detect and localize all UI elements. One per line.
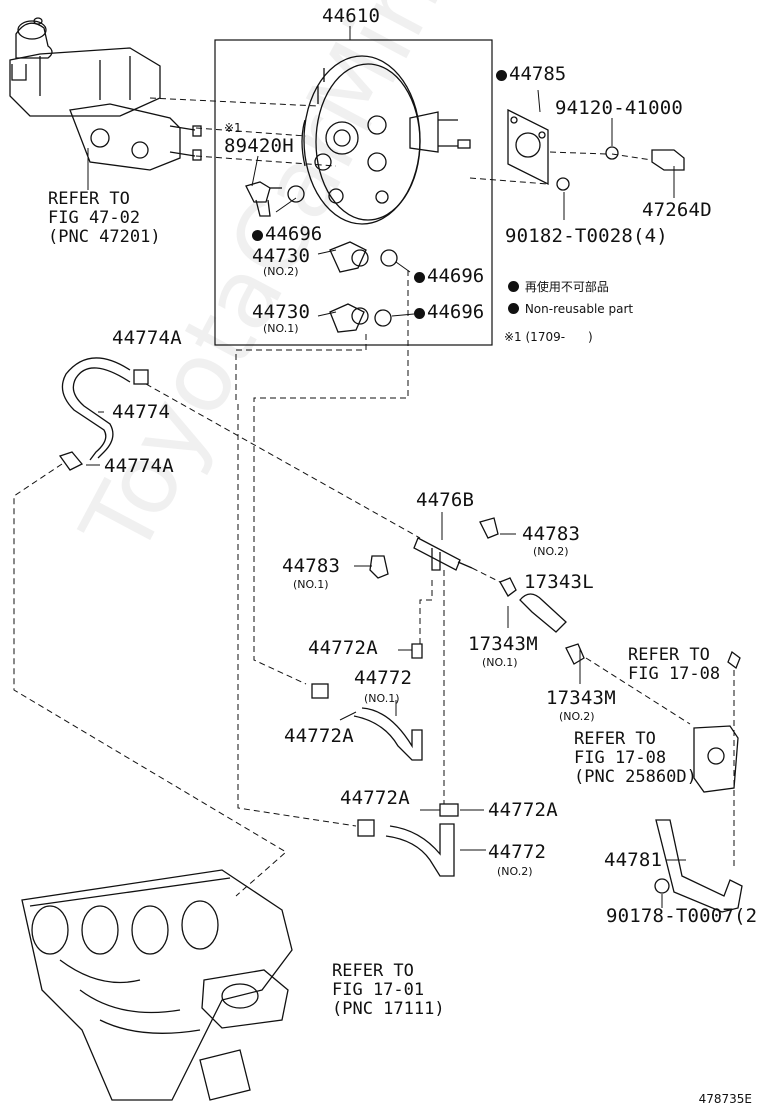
- part-sub-44730-no2: (NO.2): [263, 265, 299, 278]
- part-label-44610: 44610: [322, 5, 381, 27]
- part-label-44783-no2: 44783: [522, 523, 581, 545]
- part-sub-44783-no2: (NO.2): [533, 545, 569, 558]
- legend-note-1: ※1 (1709- ): [504, 330, 593, 344]
- non-reusable-dot-icon: [414, 308, 425, 319]
- reference-fig-17-01: REFER TO FIG 17-01 (PNC 17111): [332, 961, 445, 1019]
- part-label-90182-t0028: 90182-T0028(4): [505, 225, 668, 247]
- part-label-44781: 44781: [604, 849, 663, 871]
- part-label-90178-t0007: 90178-T0007(2): [606, 905, 760, 927]
- part-label-17343m-no1: 17343M: [468, 633, 538, 655]
- part-label-17343l: 17343L: [524, 571, 594, 593]
- non-reusable-dot-icon: [508, 303, 519, 314]
- part-label-89420h: 89420H: [224, 135, 294, 157]
- part-sub-17343m-no2: (NO.2): [559, 710, 595, 723]
- part-sub-17343m-no1: (NO.1): [482, 656, 518, 669]
- legend-non-reusable-en: Non-reusable part: [508, 302, 633, 316]
- hose-44772-no1-drawing: [311, 643, 423, 761]
- part-label-17343m-no2: 17343M: [546, 687, 616, 709]
- figure-number: 478735E: [698, 1092, 752, 1106]
- reference-fig-17-08-b: REFER TO FIG 17-08 (PNC 25860D): [574, 729, 697, 787]
- bracket-47264d-drawing: [651, 149, 685, 171]
- brake-booster-drawing: [301, 55, 471, 225]
- part-label-44774a-bottom: 44774A: [104, 455, 174, 477]
- check-valve-no1-drawing: [329, 303, 369, 333]
- part-label-44696-c: 44696: [414, 302, 484, 322]
- part-sub-44783-no1: (NO.1): [293, 578, 329, 591]
- non-reusable-dot-icon: [508, 281, 519, 292]
- part-label-44772a-a: 44772A: [308, 637, 378, 659]
- booster-assembly-frame: [214, 39, 493, 346]
- part-label-94120-41000: 94120-41000: [555, 97, 684, 119]
- non-reusable-dot-icon: [252, 230, 263, 241]
- part-label-44783-no1: 44783: [282, 555, 341, 577]
- gasket-drawing: [507, 108, 549, 186]
- legend-non-reusable-jp: 再使用不可部品: [508, 280, 609, 294]
- part-label-44730-no1: 44730: [252, 301, 311, 323]
- part-label-44772a-d: 44772A: [488, 799, 558, 821]
- check-valve-no2-drawing: [329, 241, 369, 273]
- master-cylinder-drawing: [9, 17, 202, 171]
- part-label-44785: 44785: [496, 64, 566, 84]
- reference-fig-47-02: REFER TO FIG 47-02 (PNC 47201): [48, 189, 161, 247]
- note-mark-89420h: ※1: [224, 121, 242, 135]
- non-reusable-dot-icon: [496, 70, 507, 81]
- part-label-44774a-top: 44774A: [112, 327, 182, 349]
- hose-44774-drawing: [58, 357, 149, 471]
- part-label-44772-no1: 44772: [354, 667, 413, 689]
- part-sub-44772-no2: (NO.2): [497, 865, 533, 878]
- part-label-44730-no2: 44730: [252, 245, 311, 267]
- part-label-44696-b: 44696: [414, 266, 484, 286]
- vacuum-sensor-drawing: [245, 181, 282, 217]
- egr-bracket-drawing: [693, 725, 739, 793]
- part-label-47264d: 47264D: [642, 199, 712, 221]
- part-label-44774: 44774: [112, 401, 171, 423]
- part-label-44772a-c: 44772A: [340, 787, 410, 809]
- part-sub-44772-no1: (NO.1): [364, 692, 400, 705]
- part-label-44696-a: 44696: [252, 224, 322, 244]
- intake-manifold-drawing: [21, 869, 293, 1101]
- part-label-44772a-b: 44772A: [284, 725, 354, 747]
- tee-4476b-drawing: [413, 537, 473, 571]
- part-label-4476b: 4476B: [416, 489, 475, 511]
- bracket-44781-drawing: [655, 819, 743, 913]
- non-reusable-dot-icon: [414, 272, 425, 283]
- part-sub-44730-no1: (NO.1): [263, 322, 299, 335]
- part-label-44772-no2: 44772: [488, 841, 547, 863]
- hose-44772-no2-drawing: [357, 803, 459, 877]
- reference-fig-17-08-a: REFER TO FIG 17-08: [628, 645, 721, 684]
